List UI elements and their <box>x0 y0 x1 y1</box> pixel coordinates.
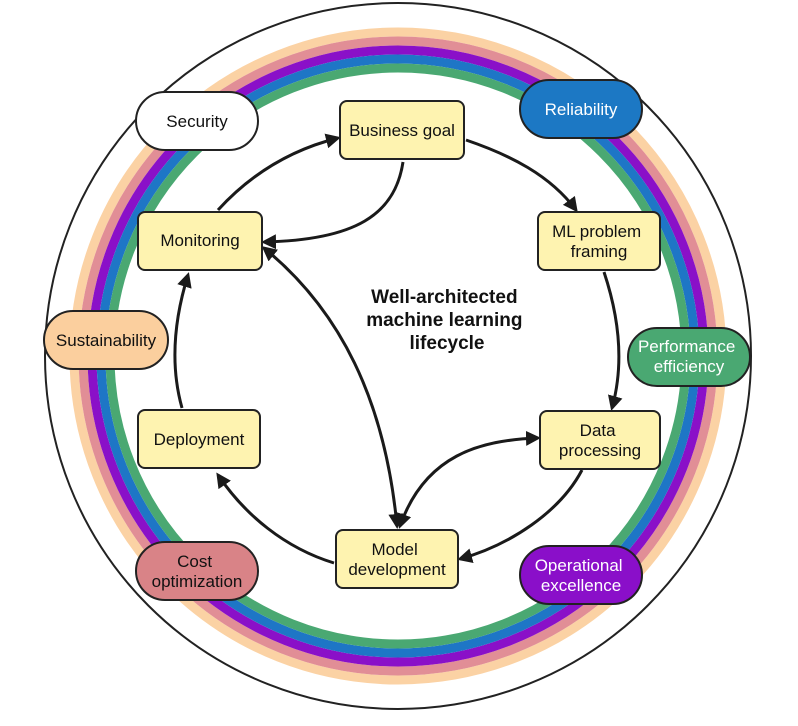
stage-label: Model development <box>348 540 446 579</box>
arrow-business-to-framing <box>465 138 578 213</box>
title-line: Well-architected <box>371 287 517 308</box>
pillar-sustainability[interactable]: Sustainability <box>43 310 169 370</box>
pillar-cost-optimization[interactable]: Cost optimization <box>135 541 259 601</box>
pillar-label: Sustainability <box>56 331 157 350</box>
stage-ml-problem-framing[interactable]: ML problem framing <box>537 211 661 271</box>
pillar-label: Cost optimization <box>152 552 243 591</box>
pillar-reliability[interactable]: Reliability <box>519 79 643 139</box>
pillar-pill <box>519 79 643 139</box>
pillar-label: Operational excellence <box>535 556 628 595</box>
stage-monitoring[interactable]: Monitoring <box>137 211 263 271</box>
stage-label: Data processing <box>559 421 641 460</box>
stage-business-goal[interactable]: Business goal <box>339 100 465 160</box>
pillar-pill <box>627 327 751 387</box>
stage-label: Deployment <box>154 430 245 449</box>
arrow-framing-to-data <box>602 271 623 411</box>
lifecycle-title: Well-architected machine learning lifecy… <box>366 287 528 354</box>
stage-label: ML problem framing <box>552 222 646 261</box>
pillar-label: Performance efficiency <box>638 337 740 376</box>
title-line: machine learning <box>366 310 522 331</box>
arrow-monitoring-to-business <box>216 133 341 212</box>
title-line: lifecycle <box>410 333 485 354</box>
pillar-pill <box>519 545 643 605</box>
arrow-monitoring-model-bidirectional <box>261 246 404 529</box>
stage-box <box>137 211 263 271</box>
stage-box <box>539 410 661 470</box>
pillar-label: Security <box>166 112 228 131</box>
pillar-pill <box>135 541 259 601</box>
arrow-model-data-bidirectional <box>396 430 541 529</box>
stage-model-development[interactable]: Model development <box>335 529 459 589</box>
stage-label: Business goal <box>349 121 455 140</box>
pillar-operational-excellence[interactable]: Operational excellence <box>519 545 643 605</box>
stage-box <box>339 100 465 160</box>
stage-deployment[interactable]: Deployment <box>137 409 261 469</box>
pillar-pill <box>43 310 169 370</box>
lifecycle-arrows <box>173 133 623 565</box>
stage-data-processing[interactable]: Data processing <box>539 410 661 470</box>
arrow-deployment-to-monitoring <box>173 272 192 409</box>
pillar-performance-efficiency[interactable]: Performance efficiency <box>627 327 751 387</box>
stage-box <box>537 211 661 271</box>
pillar-pill <box>135 91 259 151</box>
stage-box <box>335 529 459 589</box>
pillar-security[interactable]: Security <box>135 91 259 151</box>
arrow-business-to-monitoring <box>261 161 405 250</box>
pillar-label: Reliability <box>545 100 618 119</box>
stage-box <box>137 409 261 469</box>
stage-label: Monitoring <box>160 231 239 250</box>
